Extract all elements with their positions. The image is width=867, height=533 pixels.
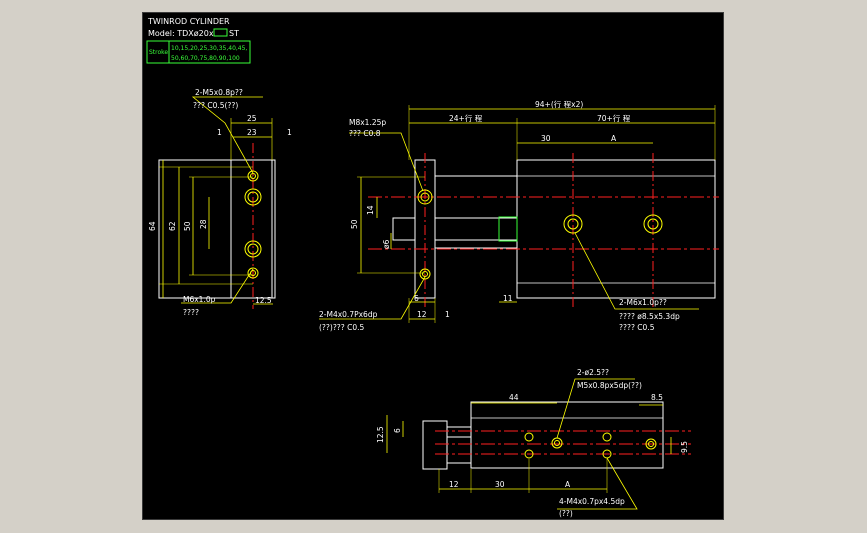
side-view: 25 23 1 1 2-M5x0.8p?? ??? C0.5(??) 64 62 [148, 88, 292, 317]
bottom-dim-8-5: 8.5 [651, 393, 663, 402]
front-dim-30: 30 [541, 134, 551, 143]
dim-64: 64 [148, 221, 157, 231]
side-port-bottom [247, 267, 259, 279]
drawing-svg: TWINROD CYLINDER Model: TDXø20x ST Strok… [146, 17, 719, 518]
front-note-right-2: ???? ø8.5x5.3dp [619, 312, 680, 321]
bottom-note-top-1: 2-ø2.5?? [577, 368, 609, 377]
stroke-values-2: 50,60,70,75,80,90,100 [171, 55, 240, 62]
front-note-right-1: 2-M6x1.0p?? [619, 298, 667, 307]
drawing-title: TWINROD CYLINDER [147, 17, 230, 26]
front-note-top-2: ??? C0.8 [349, 129, 381, 138]
side-note-top-1: 2-M5x0.8p?? [195, 88, 243, 97]
bottom-dim-9-5: 9.5 [680, 441, 689, 453]
front-dim-6: 6 [414, 294, 419, 303]
side-bore-upper-inner [247, 191, 259, 203]
bottom-note-bottom-1: 4-M4x0.7px4.5dp [559, 497, 625, 506]
front-leader-bottom [319, 276, 426, 320]
bottom-hole-3 [602, 432, 612, 442]
side-bore-lower-inner [247, 243, 259, 255]
model-suffix: ST [229, 29, 239, 38]
body-guide [498, 216, 518, 242]
plate-hole-lower-inner [422, 271, 428, 277]
drawing-canvas: TWINROD CYLINDER Model: TDXø20x ST Strok… [142, 12, 724, 520]
front-dim-A: A [611, 134, 617, 143]
leader-bottom [181, 268, 254, 304]
side-port-top [247, 170, 259, 182]
front-dim-24: 24+行 程 [449, 113, 483, 123]
side-dim-12-5: 12.5 [255, 296, 272, 305]
bottom-dim-A: A [565, 480, 571, 489]
front-leader-right [574, 232, 699, 310]
bottom-end-plate [422, 420, 448, 470]
side-bore-upper [244, 188, 262, 206]
leader-top [191, 96, 263, 174]
stroke-table [146, 40, 251, 64]
bottom-port-inner [554, 440, 560, 446]
dim-1-right: 1 [287, 128, 292, 137]
front-dim-12: 12 [417, 310, 427, 319]
rod-stub [392, 217, 416, 241]
front-dim-14: 14 [366, 205, 375, 215]
front-dim-phi: ø6 [382, 239, 391, 249]
body-port-1-inner [567, 218, 579, 230]
model-label: Model: TDXø20x [148, 29, 214, 38]
bottom-dim-12: 12 [449, 480, 459, 489]
plate-hole-upper [417, 189, 433, 205]
side-port-top-inner [250, 173, 256, 179]
bottom-note-bottom-2: (??) [559, 509, 573, 518]
bottom-dim-44: 44 [509, 393, 519, 402]
bottom-dim-6: 6 [393, 428, 402, 433]
bottom-port-right-inner [648, 441, 654, 447]
front-dim-50: 50 [350, 219, 359, 229]
dim-50: 50 [183, 221, 192, 231]
dim-28: 28 [199, 219, 208, 229]
front-dim-11: 11 [503, 294, 513, 303]
bottom-hole-2 [524, 449, 534, 459]
body-port-1 [563, 214, 583, 234]
plate-hole-lower [419, 268, 431, 280]
model-stroke-box [213, 28, 228, 37]
side-bore-lower [244, 240, 262, 258]
front-dim-total: 94+(行 程x2) [535, 99, 583, 109]
front-dim-70: 70+行 程 [597, 113, 631, 123]
front-dim-1: 1 [445, 310, 450, 319]
bottom-dim-12-5: 12.5 [376, 426, 385, 443]
front-note-right-3: ???? C0.5 [619, 323, 655, 332]
bottom-body [470, 401, 664, 469]
side-note-bottom-2: ???? [183, 308, 199, 317]
bottom-port-right [645, 438, 657, 450]
dim-23: 23 [247, 128, 257, 137]
side-note-bottom-1: M6x1.0p [183, 295, 216, 304]
bottom-view: 44 8.5 2-ø2.5?? M5x0.8px5dp(??) 12.5 6 9… [376, 368, 691, 518]
title-block: TWINROD CYLINDER Model: TDXø20x ST Strok… [146, 17, 251, 64]
dim-62: 62 [168, 221, 177, 231]
dim-1-left: 1 [217, 128, 222, 137]
bottom-leader-top [556, 378, 635, 439]
stroke-label: Stroke [149, 49, 168, 56]
plate-hole-upper-inner [420, 192, 430, 202]
body-port-2-inner [647, 218, 659, 230]
body-port-2 [643, 214, 663, 234]
side-view-body-outline [158, 159, 276, 299]
stroke-values-1: 10,15,20,25,30,35,40,45, [171, 45, 247, 52]
bottom-dim-30: 30 [495, 480, 505, 489]
front-note-left-2: (??)??? C0.5 [319, 323, 365, 332]
front-note-left-1: 2-M4x0.7Px6dp [319, 310, 378, 319]
front-note-top-1: M8x1.25p [349, 118, 386, 127]
bottom-hole-1 [524, 432, 534, 442]
cylinder-body [516, 159, 716, 299]
side-note-top-2: ??? C0.5(??) [193, 101, 238, 110]
bottom-port [551, 437, 563, 449]
front-view: 94+(行 程x2) 24+行 程 70+行 程 30 A M8x1.25p ?… [319, 99, 719, 332]
bottom-leader-bottom [557, 457, 638, 510]
front-leader-top [349, 132, 424, 192]
dim-25: 25 [247, 114, 257, 123]
bottom-note-top-2: M5x0.8px5dp(??) [577, 381, 642, 390]
